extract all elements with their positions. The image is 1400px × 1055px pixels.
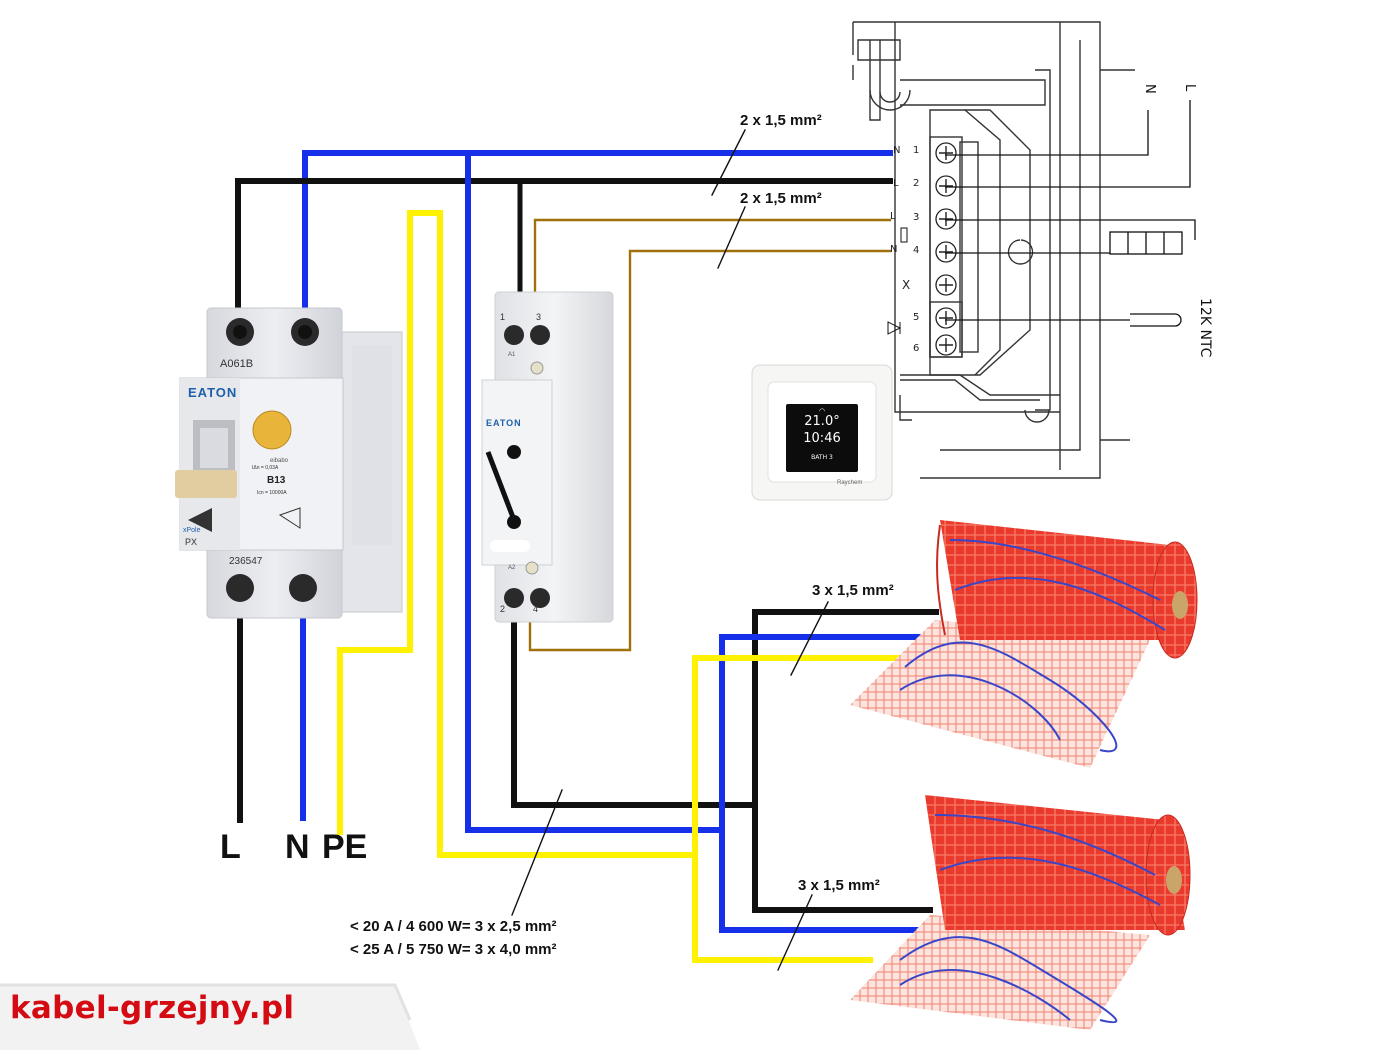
ntc-sensor-drawing: [1109, 231, 1183, 327]
terminal-number-6: 6: [913, 343, 920, 354]
contactor-coil-a1: A1: [508, 352, 516, 358]
terminal-mark-3: L: [890, 211, 896, 222]
terminal-screw-slot: [939, 212, 953, 226]
terminal-mark-2: L: [893, 178, 899, 189]
rcbo-maker: eibabo: [270, 458, 289, 464]
terminal-screw-slot: [939, 278, 953, 292]
cable-label-mat-upper: 3 x 1,5 mm²: [812, 582, 894, 599]
contactor-terminal-3: 3: [536, 312, 542, 322]
cable-label-mat-lower: 3 x 1,5 mm²: [798, 877, 880, 894]
terminal-screw-slot: [939, 179, 953, 193]
thermostat-display: ◠ 21.0° 10:46 BATH 3: [786, 404, 858, 472]
terminal-screw-slot: [939, 245, 953, 259]
rcbo-type: PX: [185, 537, 198, 547]
cable-label-feed-line-2: < 25 A / 5 750 W= 3 x 4,0 mm²: [350, 941, 557, 958]
terminal-mark-4: N: [890, 244, 898, 255]
terminal-number-3: 3: [913, 212, 920, 223]
rcbo-sensitivity: IΔn = 0,03A: [252, 465, 279, 471]
rcbo-series: xPole: [183, 527, 201, 534]
supply-label-n: N: [1142, 84, 1157, 94]
contactor: [481, 291, 614, 623]
terminal-number-2: 2: [913, 178, 920, 189]
sensor-label: 12K NTC: [1197, 298, 1213, 358]
brand-name: kabel-grzejny.pl: [10, 990, 295, 1026]
rcbo-model: A061B: [220, 358, 254, 370]
contactor-brand: EATON: [486, 418, 522, 428]
thermostat-supply-wires: [945, 100, 1196, 321]
wires: [235, 129, 953, 971]
brand-footer: kabel-grzejny.pl: [0, 968, 420, 1050]
terminal-number-4: 4: [913, 245, 920, 256]
display-temperature: 21.0°: [804, 414, 840, 429]
thermostat-back-drawing: [852, 21, 1135, 479]
mains-label-l: L: [220, 828, 241, 866]
display-time: 10:46: [803, 431, 841, 446]
terminal-mark-1: N: [893, 145, 901, 156]
display-mode: BATH 3: [811, 454, 833, 461]
terminal-x-mark: X: [902, 278, 911, 292]
thermostat-brand: Raychem: [837, 480, 863, 486]
rcbo-serial: 236547: [229, 556, 263, 567]
contactor-terminal-4: 4: [533, 604, 539, 614]
cable-label-feed-line-1: < 20 A / 4 600 W= 3 x 2,5 mm²: [350, 918, 557, 935]
terminal-screw-slot: [939, 338, 953, 352]
heating-mat-lower: [850, 795, 1191, 1030]
terminal-block: [935, 142, 957, 356]
rcbo-breaking: Icn = 10000A: [257, 490, 287, 496]
terminal-number-5: 5: [913, 312, 920, 323]
contactor-coil-a2: A2: [508, 565, 516, 571]
supply-label-l: L: [1182, 84, 1197, 92]
mains-label-n: N: [285, 828, 310, 866]
terminal-screw-slot: [939, 311, 953, 325]
contactor-terminal-1: 1: [500, 312, 506, 322]
rcbo-brand: EATON: [188, 385, 238, 400]
terminal-number-1: 1: [913, 145, 920, 156]
cable-label-thermostat-supply: 2 x 1,5 mm²: [740, 112, 822, 129]
rcbo-rating: B13: [267, 475, 286, 486]
brand-banner: [0, 983, 420, 1050]
terminal-symbols: [887, 227, 908, 335]
mains-label-pe: PE: [322, 828, 368, 866]
heating-mat-upper: [850, 520, 1198, 768]
terminal-screw-slot: [939, 146, 953, 160]
cable-label-thermostat-load: 2 x 1,5 mm²: [740, 190, 822, 207]
contactor-terminal-2: 2: [500, 604, 506, 614]
wifi-icon: ◠: [818, 407, 826, 415]
rcbo-breaker: [175, 307, 403, 619]
